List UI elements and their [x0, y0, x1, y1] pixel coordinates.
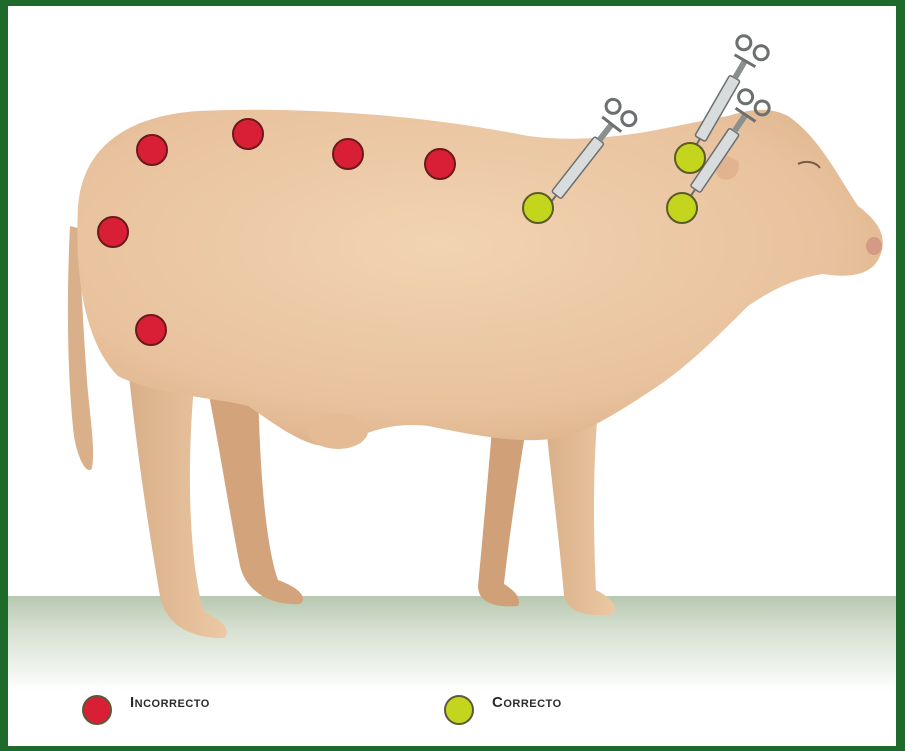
cow-body — [77, 110, 882, 447]
incorrect-site-marker — [137, 135, 167, 165]
cow-belly — [308, 413, 368, 449]
cow-illustration — [8, 6, 896, 746]
incorrect-site-marker — [425, 149, 455, 179]
correct-site-marker — [675, 143, 705, 173]
incorrect-site-marker — [98, 217, 128, 247]
cow-nose — [866, 237, 882, 255]
legend-correct-label: Correcto — [492, 694, 562, 711]
correct-site-marker — [523, 193, 553, 223]
incorrect-site-marker — [233, 119, 263, 149]
correct-dot-icon — [444, 695, 474, 725]
illustration-panel: Incorrecto Correcto — [8, 6, 896, 746]
incorrect-dot-icon — [82, 695, 112, 725]
legend-incorrect-label: Incorrecto — [130, 694, 210, 711]
correct-site-marker — [667, 193, 697, 223]
incorrect-site-marker — [333, 139, 363, 169]
legend-correct: Correcto — [444, 690, 562, 730]
legend-incorrect: Incorrecto — [82, 690, 210, 730]
incorrect-site-marker — [136, 315, 166, 345]
